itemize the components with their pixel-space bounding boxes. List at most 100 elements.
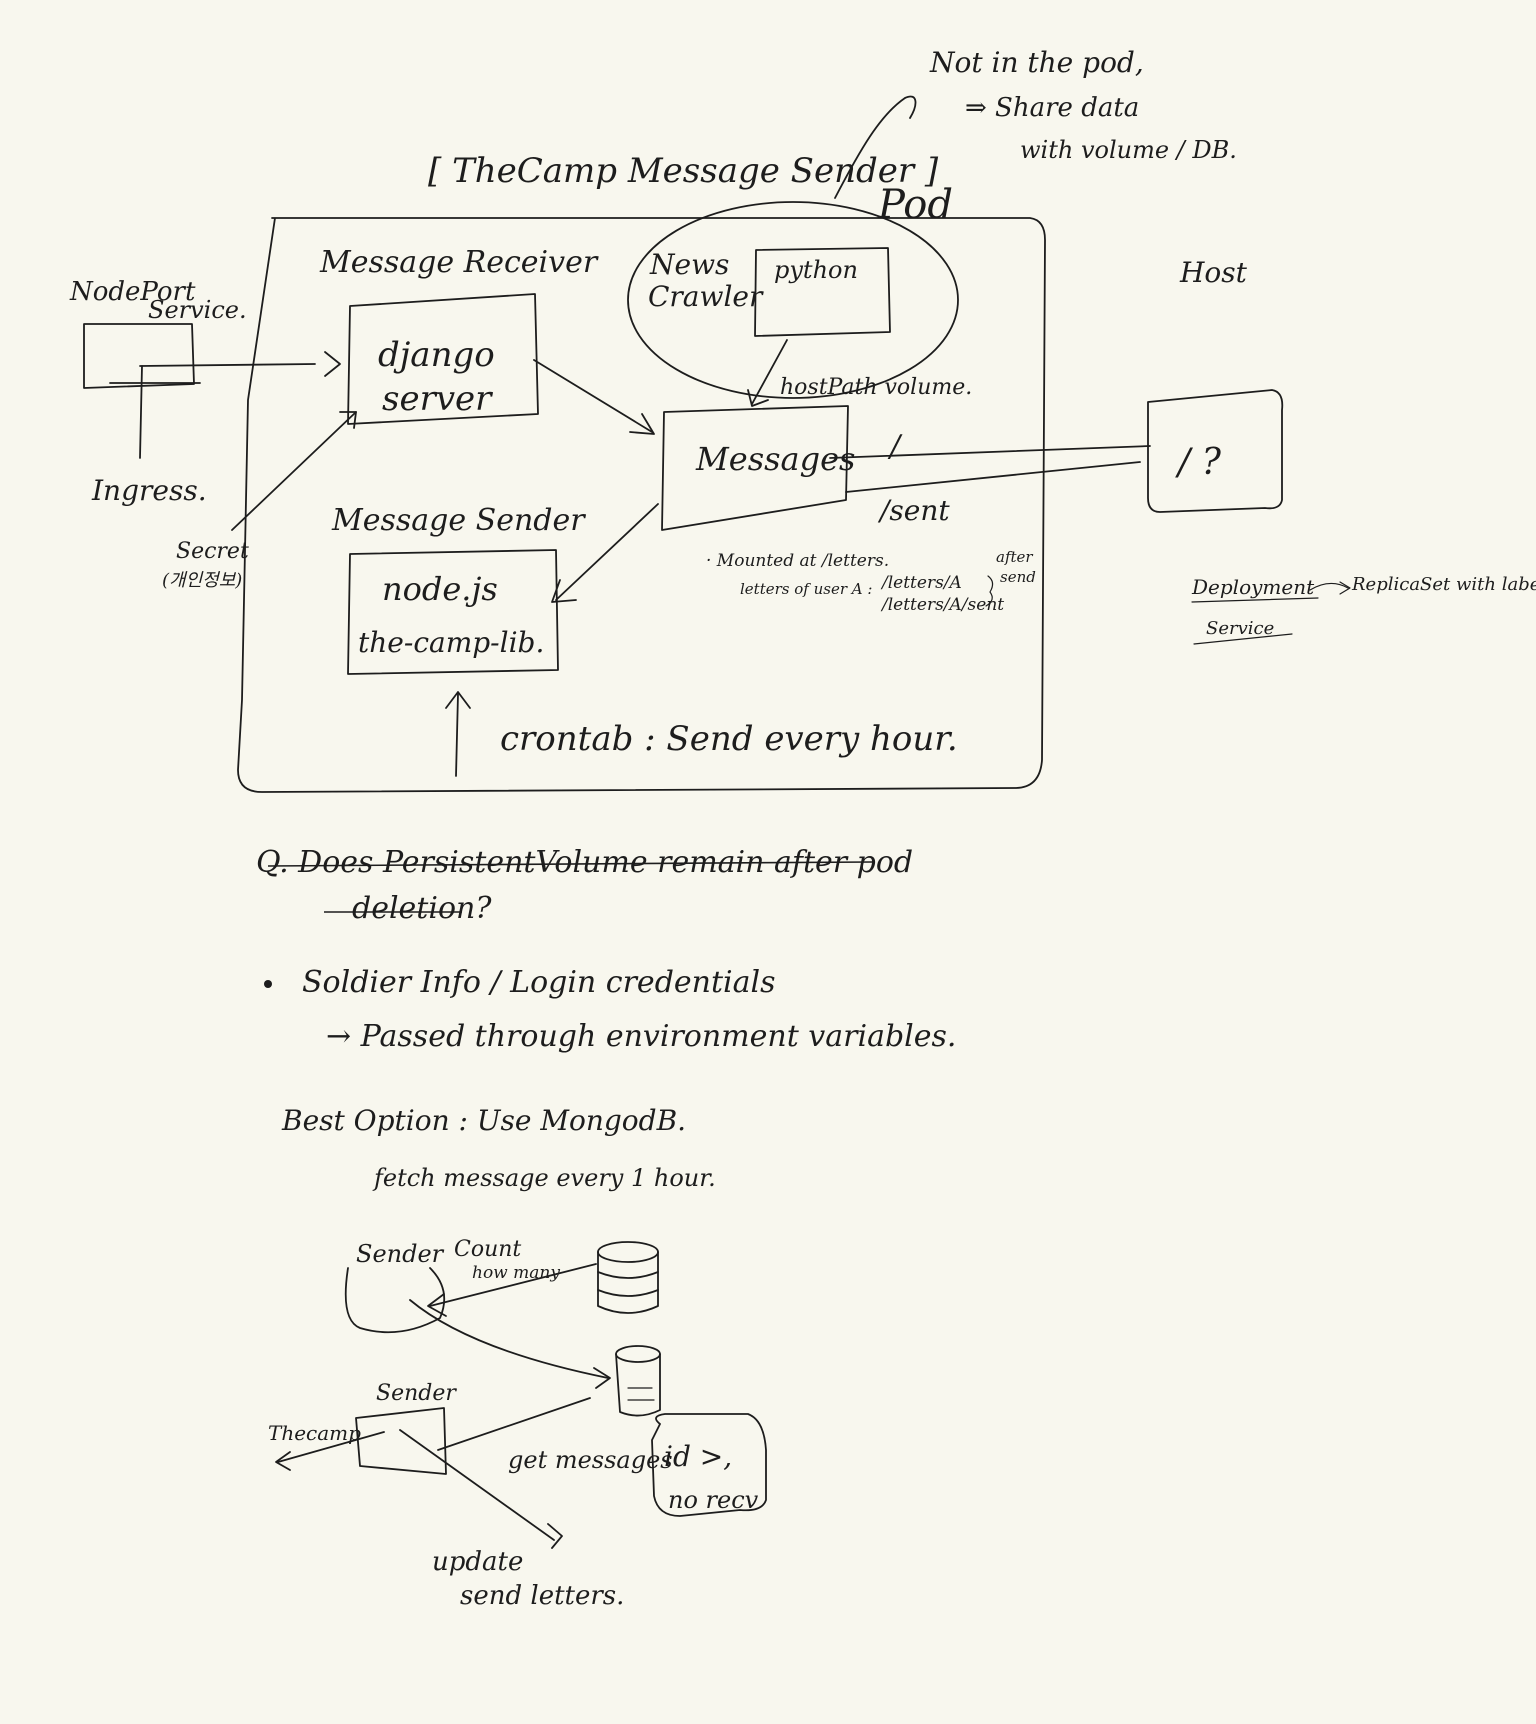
hostpath-label: hostPath volume.: [780, 375, 972, 400]
nodeport-box: [83, 323, 195, 389]
secret-label-line1: Secret: [176, 539, 249, 564]
news-crawler-line2: Crawler: [648, 280, 764, 313]
django-to-messages-arrow: [533, 359, 653, 433]
sender2-to-update-arrow: [399, 1429, 555, 1541]
letters-path2: /letters/A/sent: [880, 595, 1004, 615]
thecamp-arrowhead: [275, 1451, 291, 1471]
service-underline: [1193, 633, 1293, 645]
bullet-line1: Soldier Info / Login credentials: [302, 965, 776, 1000]
messages-to-host-line-bottom: [845, 461, 1141, 493]
recv-condition: no recv: [668, 1486, 759, 1514]
node-arrowhead: [551, 579, 577, 603]
crontab-arrowhead: [445, 691, 471, 709]
top-note-line3: with volume / DB.: [1020, 136, 1237, 164]
db1-ring1: [597, 1271, 659, 1279]
bullet-line2: → Passed through environment variables.: [326, 1019, 956, 1054]
python-arrowhead: [747, 389, 769, 407]
sender2-label: Sender: [376, 1381, 457, 1406]
sender1-to-db2-arrow: [409, 1299, 609, 1379]
nodeport-label-line2: Service.: [148, 296, 247, 324]
thecamp-label: Thecamp: [268, 1421, 361, 1445]
node-box: [347, 549, 559, 675]
top-note-line2: ⇒ Share data: [965, 93, 1139, 123]
django-arrowhead: [629, 413, 655, 435]
sender2-box: [355, 1407, 447, 1475]
db2-arrowhead: [593, 1367, 611, 1389]
deployment-arrow: [1309, 582, 1349, 591]
id-condition: id >,: [664, 1440, 732, 1473]
after-send-line1: after: [996, 548, 1033, 566]
messages-to-node-arrow: [555, 503, 659, 601]
secret-label-line2: (개인정보): [162, 570, 242, 591]
sender1-label: Sender: [356, 1240, 445, 1268]
host-box-label: / ?: [1175, 442, 1222, 483]
nodeport-to-django-arrow: [139, 363, 316, 367]
deployment-underline: [1191, 597, 1319, 603]
question-line2: deletion?: [352, 891, 492, 926]
node-line2: the-camp-lib.: [358, 626, 544, 659]
after-send-brace: [985, 575, 994, 607]
db2-top: [615, 1345, 661, 1363]
fetch-note: fetch message every 1 hour.: [372, 1164, 716, 1192]
sender2-to-thecamp-arrow: [277, 1431, 385, 1463]
update-line1: update: [432, 1547, 523, 1577]
update-line2: send letters.: [460, 1581, 624, 1611]
pod-label: Pod: [877, 182, 953, 228]
django-box: [347, 293, 539, 425]
update-arrowhead: [547, 1523, 563, 1549]
messages-box: [661, 405, 849, 531]
node-line1: node.js: [382, 570, 498, 608]
python-box: [754, 247, 891, 337]
django-line1: django: [378, 335, 495, 375]
ingress-label: Ingress.: [91, 474, 207, 507]
receiver-label: Message Receiver: [319, 245, 599, 280]
note-arrow: [834, 95, 917, 199]
messages-label: Messages: [695, 440, 855, 478]
secret-arrowhead: [339, 411, 357, 429]
service-label: Service: [1206, 618, 1274, 639]
nodeport-label-line1: NodePort: [69, 277, 196, 307]
bullet-dot: [264, 980, 272, 988]
db1-top: [597, 1241, 659, 1263]
python-label: python: [774, 256, 858, 284]
db1-arrowhead: [427, 1293, 447, 1317]
crontab-arrow: [455, 693, 459, 777]
pod-boundary: [237, 217, 1046, 793]
sender1-shape: [344, 1267, 446, 1334]
messages-to-host-line-top: [829, 445, 1151, 459]
count-line1: Count: [454, 1237, 521, 1262]
db1-ring2: [597, 1289, 659, 1297]
condition-box: [651, 1413, 767, 1517]
letters-note: letters of user A :: [740, 580, 872, 598]
count-line2: how many: [472, 1263, 560, 1283]
deployment-arrowhead: [1339, 581, 1351, 595]
host-label: Host: [1179, 256, 1248, 289]
get-messages-label: get messages: [508, 1446, 673, 1474]
db1-body: [597, 1251, 659, 1314]
host-box: [1147, 389, 1284, 513]
db2-body: [615, 1353, 661, 1417]
ingress-line: [139, 365, 143, 459]
replicaset-label: ReplicaSet with label: [1351, 574, 1536, 595]
db2-to-sender2-arrow: [437, 1397, 591, 1451]
deployment-label: Deployment: [1191, 575, 1315, 599]
news-crawler-line1: News: [649, 248, 729, 281]
sender-label: Message Sender: [331, 503, 586, 538]
crontab-label: crontab : Send every hour.: [500, 719, 958, 759]
sent-label: /sent: [877, 494, 950, 527]
question-strike1: [267, 861, 873, 867]
top-note-line1: Not in the pod,: [929, 46, 1144, 79]
db2-lines: [627, 1387, 655, 1401]
best-option: Best Option : Use MongodB.: [281, 1104, 686, 1137]
nodeport-arrowhead: [324, 351, 341, 377]
slash-label: /: [887, 429, 903, 464]
letters-path1: /letters/A: [880, 573, 962, 593]
after-send-line2: send: [1000, 568, 1036, 586]
secret-arrow: [231, 411, 357, 531]
mount-note: · Mounted at /letters.: [706, 551, 889, 571]
crawler-ellipse: [627, 201, 959, 399]
db1-to-sender1-arrow: [429, 1263, 597, 1307]
python-to-messages-arrow: [751, 339, 788, 405]
